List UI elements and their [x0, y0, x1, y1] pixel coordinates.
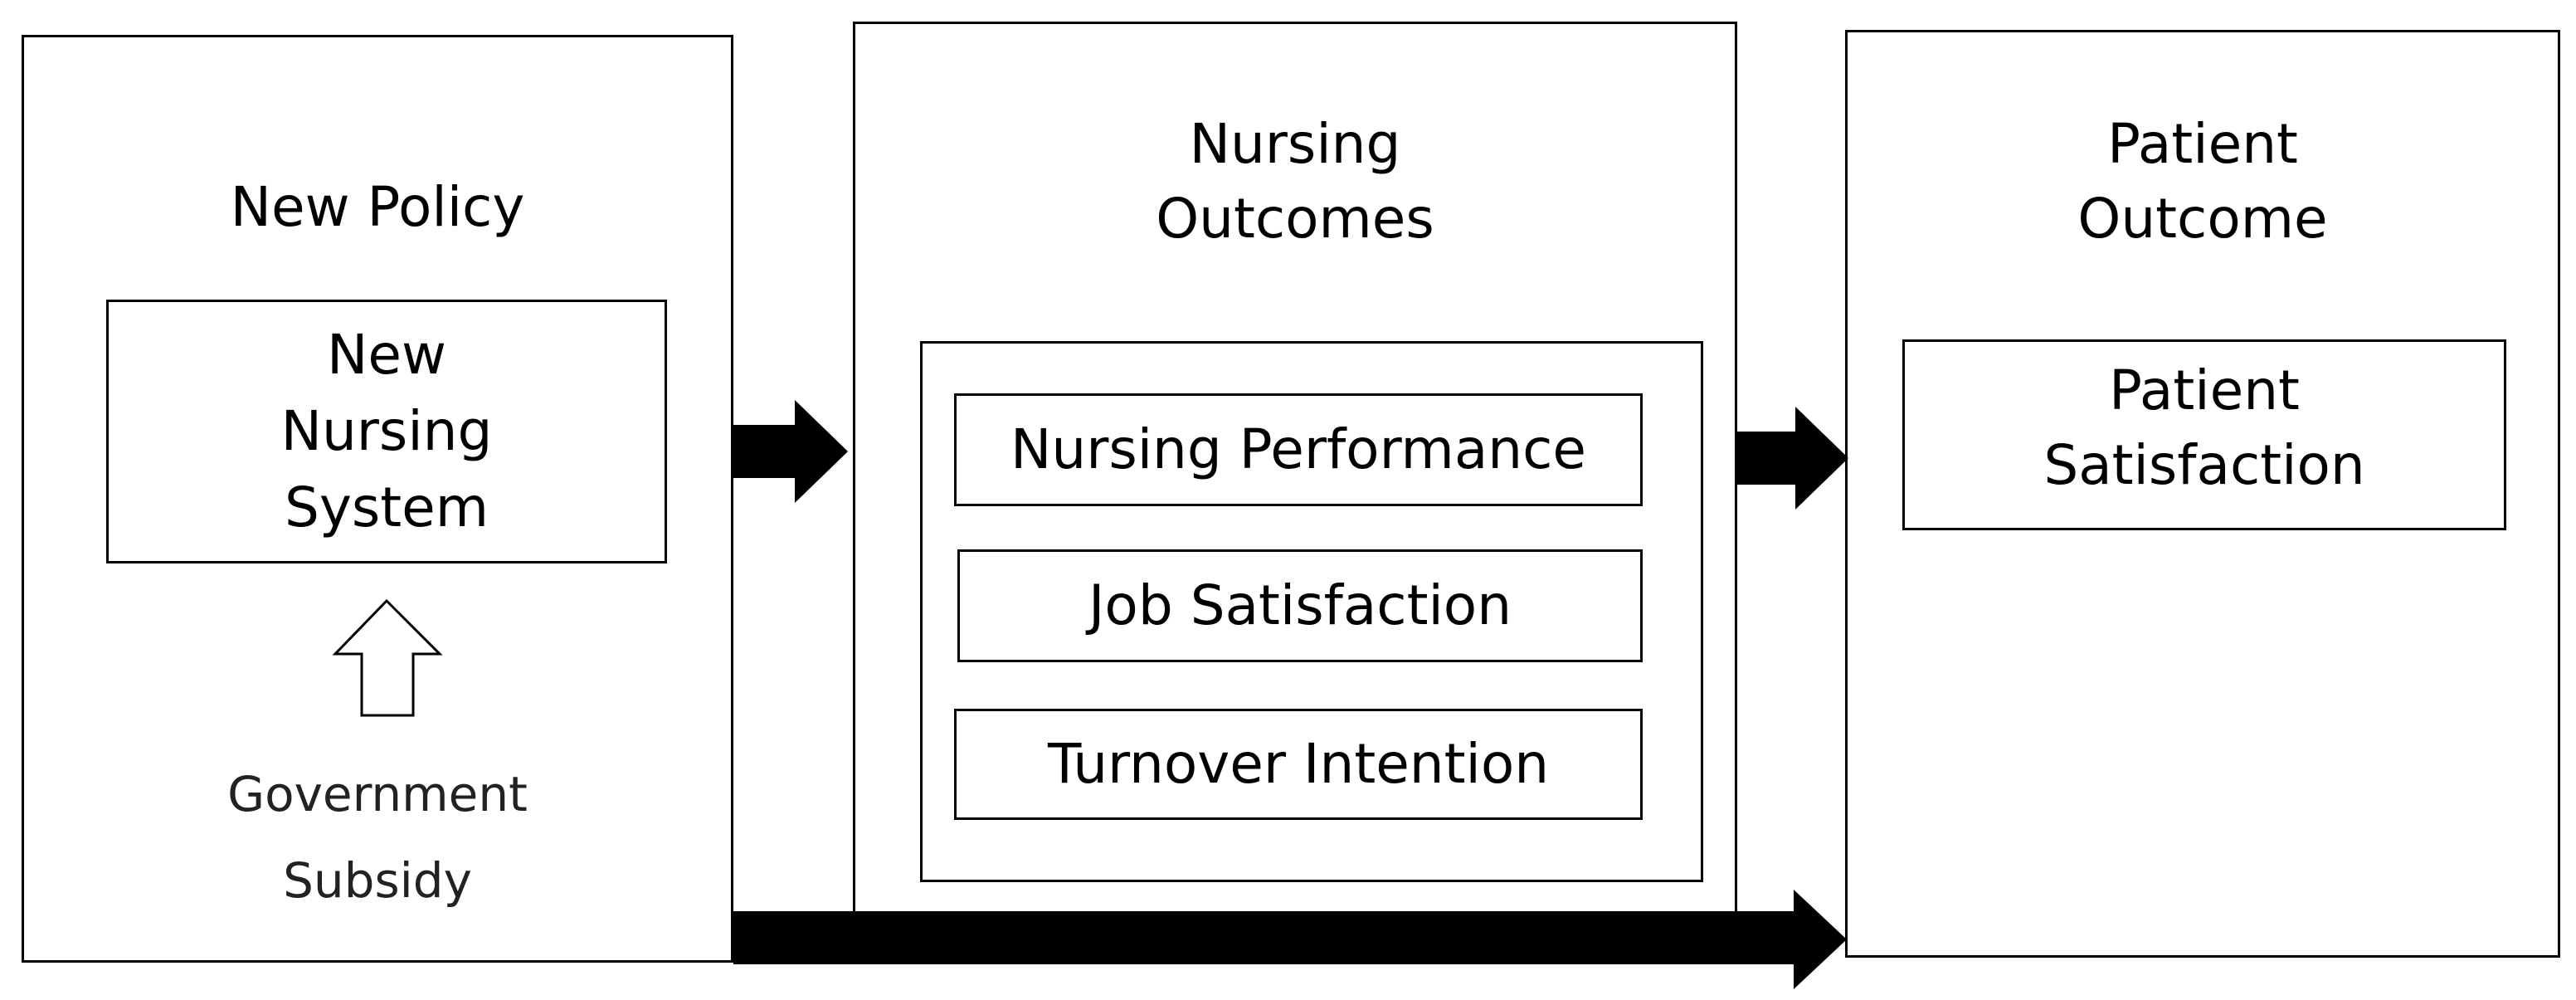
nursing-performance-box: Nursing Performance [954, 393, 1643, 506]
government-subsidy-label: Government Subsidy [227, 766, 528, 909]
job-satisfaction-box: Job Satisfaction [957, 549, 1643, 662]
policy-to-patient-arrow [733, 890, 1847, 989]
patient-outcome-title: Patient Outcome [2077, 112, 2328, 251]
new-policy-panel: New Policy New Nursing System Government… [22, 35, 733, 963]
patient-satisfaction-box: Patient Satisfaction [1902, 339, 2506, 530]
patient-outcome-panel: Patient Outcome Patient Satisfaction [1845, 30, 2560, 958]
policy-to-nursing-arrow [733, 400, 848, 503]
job-satisfaction-label: Job Satisfaction [1088, 573, 1512, 637]
new-nursing-system-box: New Nursing System [106, 300, 667, 563]
nursing-performance-label: Nursing Performance [1010, 417, 1586, 481]
nursing-outcomes-panel: Nursing Outcomes Nursing Performance Job… [853, 22, 1737, 921]
patient-satisfaction-label: Patient Satisfaction [2043, 359, 2365, 497]
new-policy-title: New Policy [230, 175, 525, 239]
nursing-outcomes-title: Nursing Outcomes [1156, 112, 1434, 251]
turnover-intention-box: Turnover Intention [954, 709, 1643, 820]
nursing-outcomes-inner-box: Nursing Performance Job Satisfaction Tur… [920, 341, 1703, 882]
turnover-intention-label: Turnover Intention [1047, 732, 1550, 796]
subsidy-up-arrow [332, 598, 443, 717]
nursing-to-patient-arrow [1737, 407, 1848, 510]
new-nursing-system-label: New Nursing System [280, 323, 493, 539]
